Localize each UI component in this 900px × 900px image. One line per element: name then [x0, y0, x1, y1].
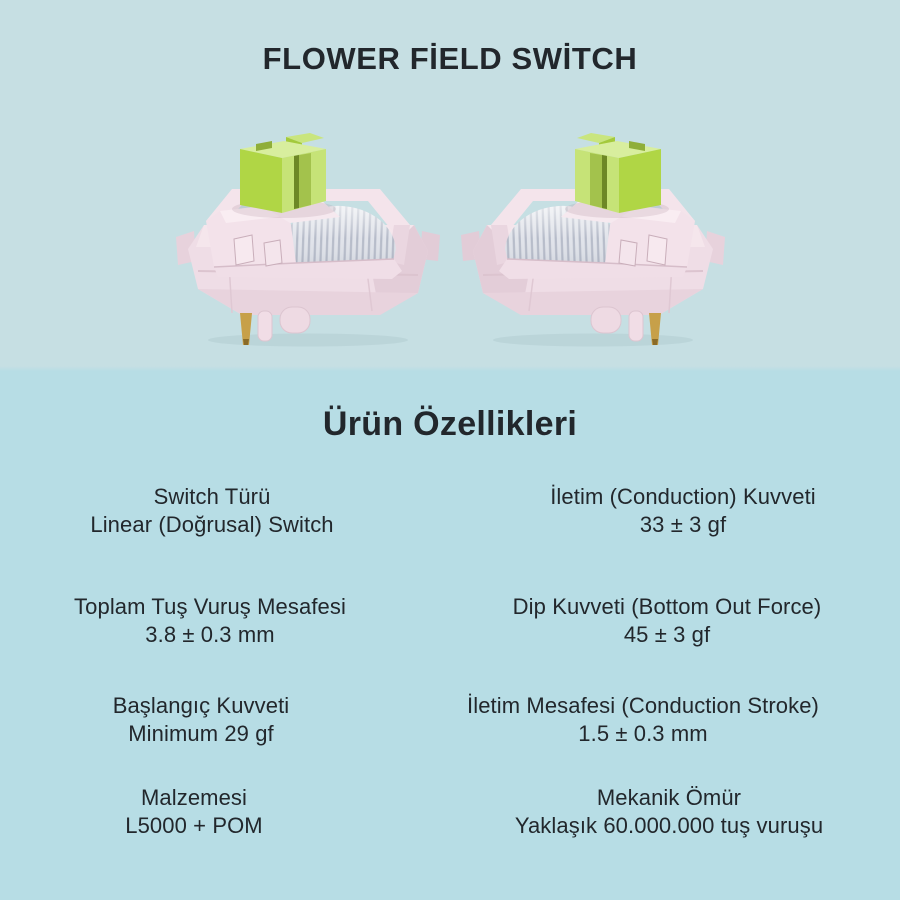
spec-conduction-stroke: İletim Mesafesi (Conduction Stroke) 1.5 …	[398, 692, 888, 748]
spec-label: Dip Kuvveti (Bottom Out Force)	[512, 594, 822, 619]
spec-switch-type: Switch Türü Linear (Doğrusal) Switch	[7, 483, 417, 539]
spec-row-4: Malzemesi L5000 + POM Mekanik Ömür Yakla…	[0, 784, 900, 840]
switch-illustration-right	[453, 123, 733, 353]
spec-value: 3.8 ± 0.3 mm	[145, 622, 275, 647]
spec-label: Başlangıç Kuvveti	[112, 693, 290, 718]
spec-label: Switch Türü	[153, 484, 271, 509]
page-title: FLOWER FİELD SWİTCH	[262, 41, 638, 76]
spec-initial-force: Başlangıç Kuvveti Minimum 29 gf	[0, 692, 406, 748]
spec-value: L5000 + POM	[125, 813, 263, 838]
switch-images	[0, 123, 900, 353]
spec-label: İletim Mesafesi (Conduction Stroke)	[467, 693, 819, 718]
spec-row-1: Switch Türü Linear (Doğrusal) Switch İle…	[0, 483, 900, 539]
spec-value: Linear (Doğrusal) Switch	[90, 512, 334, 537]
spec-value: 1.5 ± 0.3 mm	[578, 721, 708, 746]
spec-row-2: Toplam Tuş Vuruş Mesafesi 3.8 ± 0.3 mm D…	[0, 593, 900, 649]
spec-bottom-out-force: Dip Kuvveti (Bottom Out Force) 45 ± 3 gf	[422, 593, 900, 649]
spec-conduction-force: İletim (Conduction) Kuvveti 33 ± 3 gf	[438, 483, 900, 539]
spec-label: Toplam Tuş Vuruş Mesafesi	[74, 594, 346, 619]
spec-material: Malzemesi L5000 + POM	[0, 784, 399, 840]
spec-label: Malzemesi	[140, 785, 248, 810]
spec-mechanical-lifespan: Mekanik Ömür Yaklaşık 60.000.000 tuş vur…	[424, 784, 900, 840]
spec-total-travel: Toplam Tuş Vuruş Mesafesi 3.8 ± 0.3 mm	[5, 593, 415, 649]
features-heading: Ürün Özellikleri	[322, 405, 578, 443]
spec-row-3: Başlangıç Kuvveti Minimum 29 gf İletim M…	[0, 692, 900, 748]
keyboard-switch-icon	[453, 123, 733, 353]
spec-value: 45 ± 3 gf	[623, 622, 711, 647]
spec-value: 33 ± 3 gf	[639, 512, 727, 537]
spec-label: Mekanik Ömür	[596, 785, 742, 810]
spec-value: Minimum 29 gf	[128, 721, 274, 746]
spec-label: İletim (Conduction) Kuvveti	[550, 484, 816, 509]
spec-value: Yaklaşık 60.000.000 tuş vuruşu	[514, 813, 824, 838]
switch-illustration-left	[168, 123, 448, 353]
keyboard-switch-icon	[168, 123, 448, 353]
